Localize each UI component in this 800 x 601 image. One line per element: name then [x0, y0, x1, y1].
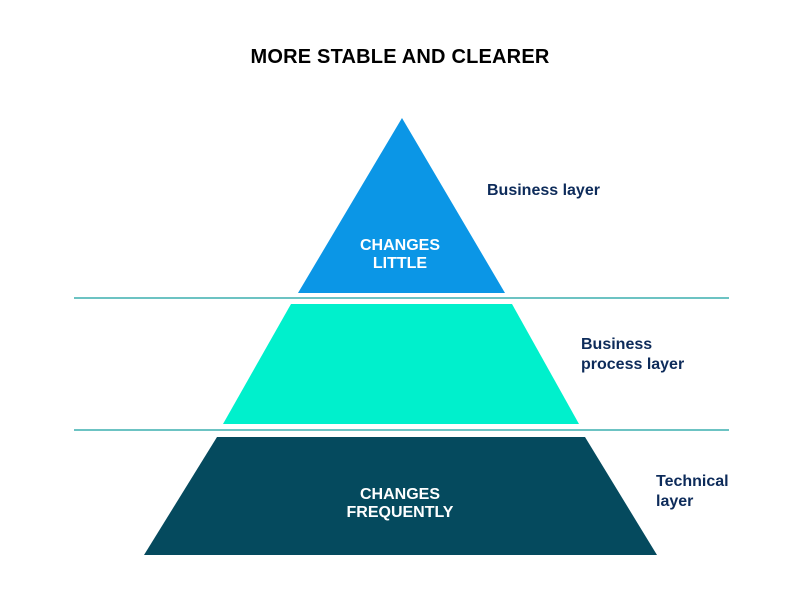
technical-layer-label-line1: Technical — [656, 473, 729, 490]
pyramid-tier-bottom — [144, 437, 657, 555]
business-process-layer-label: Business process layer — [581, 335, 684, 375]
business-process-layer-label-line2: process layer — [581, 356, 685, 373]
tier-top-text-line1: CHANGES — [360, 237, 440, 254]
business-process-layer-label-line1: Business — [581, 336, 653, 353]
pyramid-tier-top — [298, 118, 505, 293]
business-layer-label: Business layer — [487, 181, 600, 201]
tier-top-text-line2: LITTLE — [373, 255, 428, 272]
business-layer-label-line1: Business layer — [487, 182, 600, 199]
tier-bottom-text-line1: CHANGES — [360, 486, 440, 503]
pyramid-tier-middle — [223, 304, 579, 424]
tier-bottom-text-line2: FREQUENTLY — [347, 504, 454, 521]
technical-layer-label: Technical layer — [656, 472, 729, 512]
page-title: MORE STABLE AND CLEARER — [250, 46, 550, 68]
technical-layer-label-line2: layer — [656, 493, 694, 510]
